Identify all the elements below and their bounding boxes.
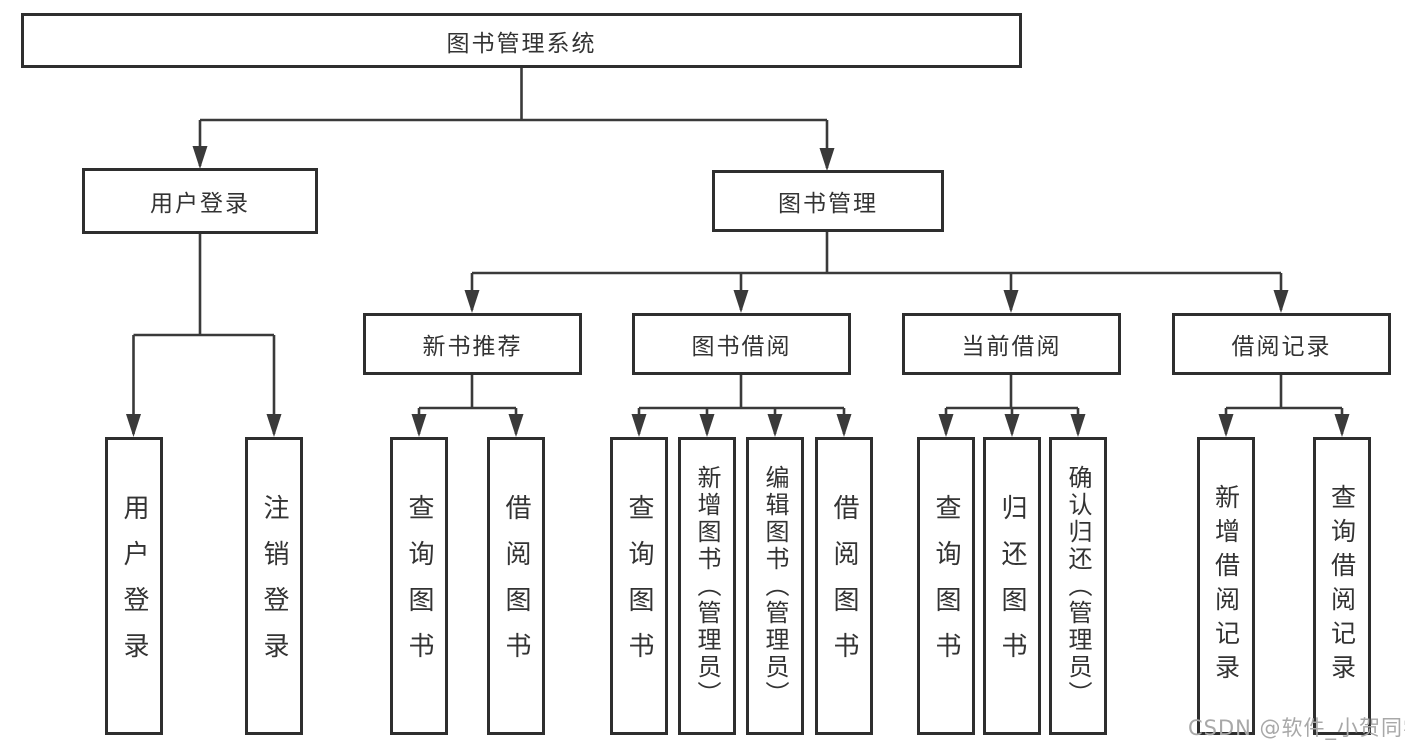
node-current-borrow: 当前借阅 [902,313,1121,375]
node-label: 当前借阅 [961,334,1062,360]
connector-login-branch [126,234,282,437]
connector-current-branch [938,375,1086,437]
node-label: 借阅图书 [829,494,859,678]
leaf-recommend-borrow-books: 借阅图书 [487,437,545,735]
leaf-add-borrow-record: 新增借阅记录 [1197,437,1255,735]
node-label: 确认归还（管理员） [1064,464,1092,708]
node-label: 借阅图书 [501,494,531,678]
node-new-book-recommend: 新书推荐 [363,313,582,375]
connector-root-branch [192,68,835,171]
node-label: 查询图书 [931,494,961,678]
node-label: 图书借阅 [691,334,792,360]
node-label: 新书推荐 [422,334,523,360]
leaf-recommend-query-books: 查询图书 [390,437,448,735]
node-label: 归还图书 [997,494,1027,678]
node-book-borrow: 图书借阅 [632,313,851,375]
node-label: 用户登录 [119,494,149,678]
connector-recommend-branch [411,375,524,437]
node-label: 图书管理 [778,191,878,217]
connector-borrow-branch [631,375,852,437]
node-label: 查询图书 [404,494,434,678]
node-label: 图书管理系统 [446,30,597,57]
leaf-edit-books-admin: 编辑图书（管理员） [746,437,804,735]
connector-records-branch [1218,375,1350,437]
leaf-current-query-books: 查询图书 [917,437,975,735]
node-label: 用户登录 [150,191,250,217]
node-user-login: 用户登录 [82,168,318,234]
leaf-borrow-books: 借阅图书 [815,437,873,735]
node-label: 查询借阅记录 [1327,484,1357,688]
node-label: 编辑图书（管理员） [761,464,789,708]
connector-management-branch [464,232,1289,313]
node-library-management-system: 图书管理系统 [21,13,1022,68]
leaf-query-borrow-record: 查询借阅记录 [1313,437,1371,735]
node-borrow-records: 借阅记录 [1172,313,1391,375]
node-label: 注销登录 [259,494,289,678]
leaf-user-login: 用户登录 [105,437,163,735]
node-label: 新增图书（管理员） [693,464,721,708]
leaf-logout: 注销登录 [245,437,303,735]
node-label: 查询图书 [624,494,654,678]
leaf-confirm-return-admin: 确认归还（管理员） [1049,437,1107,735]
leaf-borrow-query-books: 查询图书 [610,437,668,735]
node-label: 新增借阅记录 [1211,484,1241,688]
node-book-management: 图书管理 [712,170,944,232]
node-label: 借阅记录 [1231,334,1332,360]
leaf-return-books: 归还图书 [983,437,1041,735]
leaf-add-books-admin: 新增图书（管理员） [678,437,736,735]
csdn-watermark: CSDN @软件_小贺同学 [1188,716,1405,740]
